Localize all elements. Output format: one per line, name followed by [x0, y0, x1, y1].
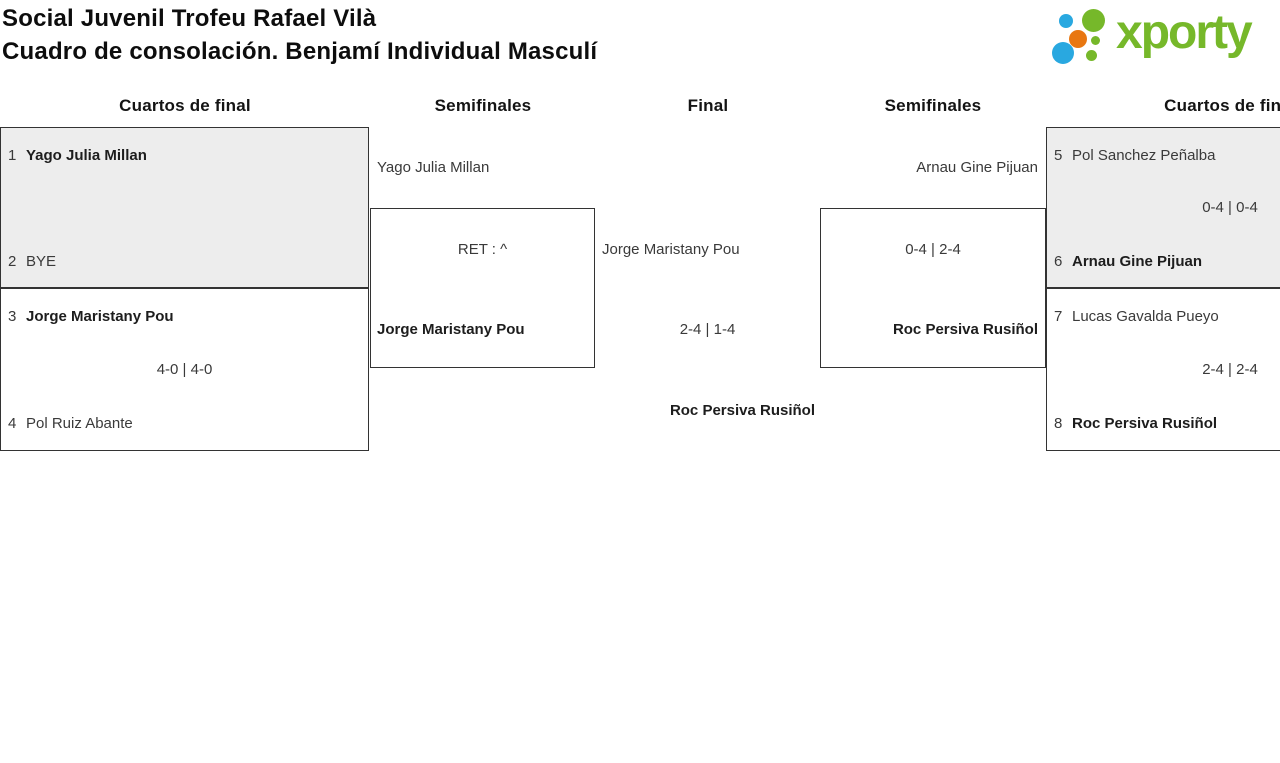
- player-name: Jorge Maristany Pou: [26, 308, 174, 325]
- column-header-semifinales-right: Semifinales: [884, 96, 982, 115]
- logo-wordmark: xporty: [1116, 6, 1253, 59]
- seed-number: 7: [1054, 308, 1063, 325]
- match-box-qf2: [0, 288, 369, 451]
- player-name: Yago Julia Millan: [377, 159, 490, 176]
- player-name: Roc Persiva Rusiñol: [1072, 415, 1218, 432]
- player-name: Pol Sanchez Peñalba: [1072, 147, 1216, 164]
- player-name: Roc Persiva Rusiñol: [892, 321, 1038, 338]
- logo-dot-blue-large: [1052, 42, 1074, 64]
- match-score: 0-4 | 0-4: [1202, 199, 1258, 216]
- match-box-sf1: [370, 208, 595, 368]
- column-header-cuartos-right: Cuartos de final: [1164, 96, 1280, 115]
- player-name: Lucas Gavalda Pueyo: [1072, 308, 1219, 325]
- column-header-final: Final: [687, 96, 729, 115]
- seed-number: 2: [8, 253, 17, 270]
- logo-dot-blue-small: [1059, 14, 1073, 28]
- match-score: 4-0 | 4-0: [156, 361, 213, 378]
- match-box-qf3: [1046, 127, 1280, 288]
- seed-number: 5: [1054, 147, 1063, 164]
- player-name: Jorge Maristany Pou: [377, 321, 525, 338]
- page-title: Social Juvenil Trofeu Rafael Vilà Cuadro…: [2, 2, 597, 68]
- match-box-sf2: [820, 208, 1046, 368]
- column-header-cuartos-left: Cuartos de final: [119, 96, 251, 115]
- match-score: 2-4 | 1-4: [679, 321, 736, 338]
- page-title-line1: Social Juvenil Trofeu Rafael Vilà: [2, 5, 377, 32]
- seed-number: 4: [8, 415, 17, 432]
- match-box-qf1: [0, 127, 369, 288]
- player-name: Pol Ruiz Abante: [26, 415, 133, 432]
- match-score: 0-4 | 2-4: [905, 241, 961, 258]
- page-title-line2: Cuadro de consolación. Benjamí Individua…: [2, 38, 598, 65]
- logo-dot-green-tiny: [1091, 36, 1100, 45]
- seed-number: 8: [1054, 415, 1063, 432]
- column-header-semifinales-left: Semifinales: [434, 96, 532, 115]
- player-name: Jorge Maristany Pou: [602, 241, 740, 258]
- match-box-qf4: [1046, 288, 1280, 451]
- logo-dot-green-small: [1086, 50, 1097, 61]
- player-name: Arnau Gine Pijuan: [1072, 253, 1203, 270]
- logo-dot-orange: [1069, 30, 1087, 48]
- player-name: Yago Julia Millan: [26, 147, 147, 164]
- match-score: 2-4 | 2-4: [1202, 361, 1258, 378]
- champion-name: Roc Persiva Rusiñol: [669, 402, 815, 419]
- seed-number: 6: [1054, 253, 1063, 270]
- player-name: BYE: [26, 253, 57, 270]
- seed-number: 3: [8, 308, 17, 325]
- match-score: RET : ^: [457, 241, 508, 258]
- logo-dot-green-large: [1082, 9, 1105, 32]
- player-name: Arnau Gine Pijuan: [916, 159, 1038, 176]
- seed-number: 1: [8, 147, 17, 164]
